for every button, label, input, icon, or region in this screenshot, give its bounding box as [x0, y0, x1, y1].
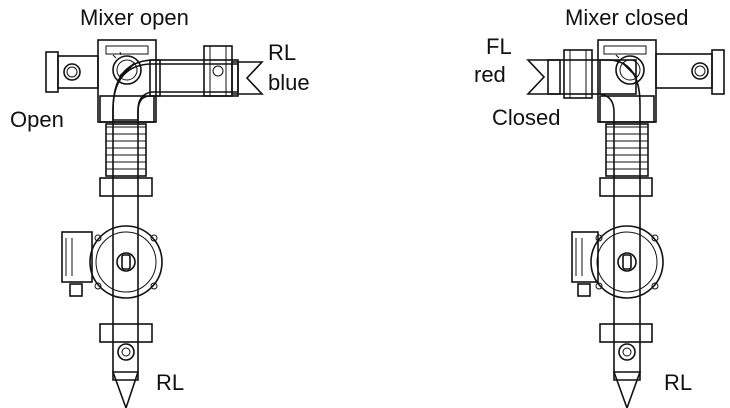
left-flow-label-line2: blue [268, 70, 310, 95]
left-flow-pipe [112, 59, 239, 381]
left-state-label: Open [10, 107, 64, 132]
left-right-coupling [203, 45, 233, 97]
right-bellows [605, 123, 649, 177]
left-mixer-diagram: Mixer open [10, 5, 310, 408]
right-flow-arrow-in [526, 59, 561, 95]
left-mixer-body [97, 39, 157, 123]
right-mixer-dial-icon [615, 54, 645, 85]
right-flow-label-line2: red [474, 62, 506, 87]
right-upper-nut [599, 177, 653, 197]
right-mixer-body [597, 39, 657, 123]
left-mixer-dial-icon [112, 51, 142, 85]
right-flow-label-line1: FL [486, 34, 512, 59]
right-flow-arrow-out [612, 371, 642, 408]
right-flow-pipe [547, 59, 641, 381]
right-end-fitting [655, 49, 725, 95]
left-end-fitting [45, 51, 99, 93]
left-flow-arrow-in [231, 61, 264, 95]
left-flow-arrow-out [111, 371, 140, 408]
left-lower-nut [99, 323, 153, 361]
right-pump [571, 225, 664, 299]
right-state-label: Closed [492, 105, 560, 130]
left-bottom-label: RL [156, 370, 184, 395]
left-bellows [105, 123, 147, 177]
left-pump [61, 225, 163, 299]
right-left-coupling [563, 49, 593, 99]
right-title: Mixer closed [565, 5, 688, 30]
left-upper-nut [99, 177, 153, 197]
right-mixer-diagram: Mixer closed [474, 5, 725, 408]
right-bottom-label: RL [664, 370, 692, 395]
left-title: Mixer open [80, 5, 189, 30]
left-flow-label-line1: RL [268, 40, 296, 65]
right-lower-nut [599, 323, 653, 361]
